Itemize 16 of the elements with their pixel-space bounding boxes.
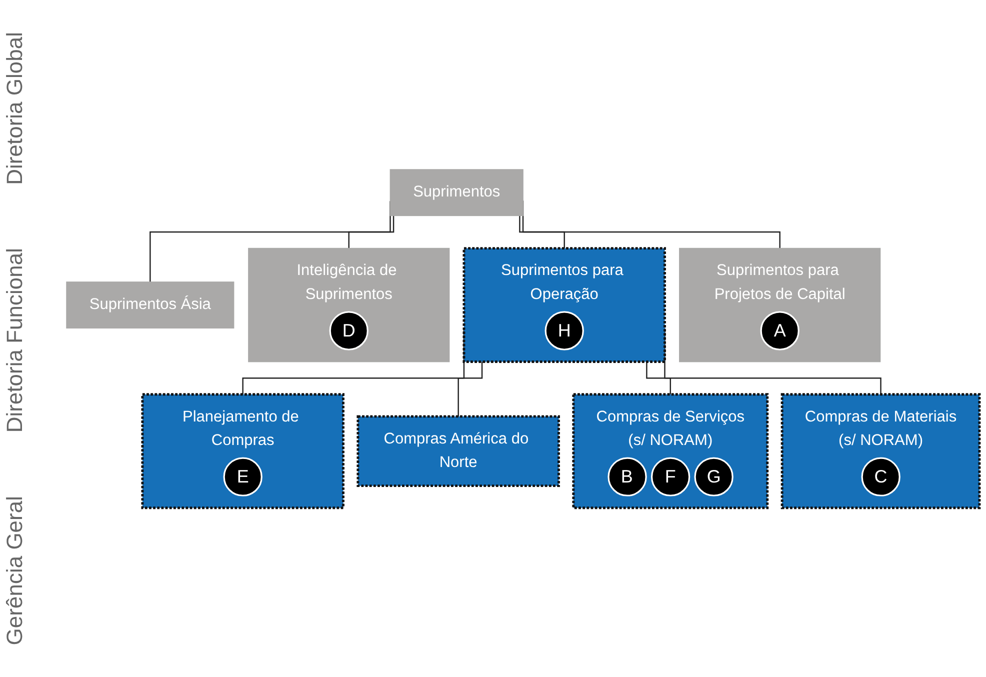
connector	[348, 215, 394, 249]
connector	[646, 362, 671, 395]
level-label: Gerência Geral	[2, 496, 28, 646]
node-box: Compras América do Norte	[356, 415, 560, 487]
level-label: Diretoria Funcional	[2, 248, 28, 433]
node-box: Planejamento de Compras E	[141, 392, 344, 509]
node-box: Suprimentos Ásia	[66, 281, 234, 328]
connector	[458, 362, 483, 417]
node-box: Compras de Serviços (s/ NORAM) B F G	[572, 392, 769, 509]
connector	[519, 215, 565, 249]
node-box: Suprimentos para Operação H	[462, 246, 666, 363]
node-box: Compras de Materiais (s/ NORAM) C	[780, 392, 981, 509]
node-box: Inteligência de Suprimentos D	[248, 248, 450, 362]
level-label: Diretoria Global	[2, 32, 28, 185]
node-box: Suprimentos para Projetos de Capital A	[679, 248, 881, 362]
node-box: Suprimentos	[390, 168, 524, 216]
